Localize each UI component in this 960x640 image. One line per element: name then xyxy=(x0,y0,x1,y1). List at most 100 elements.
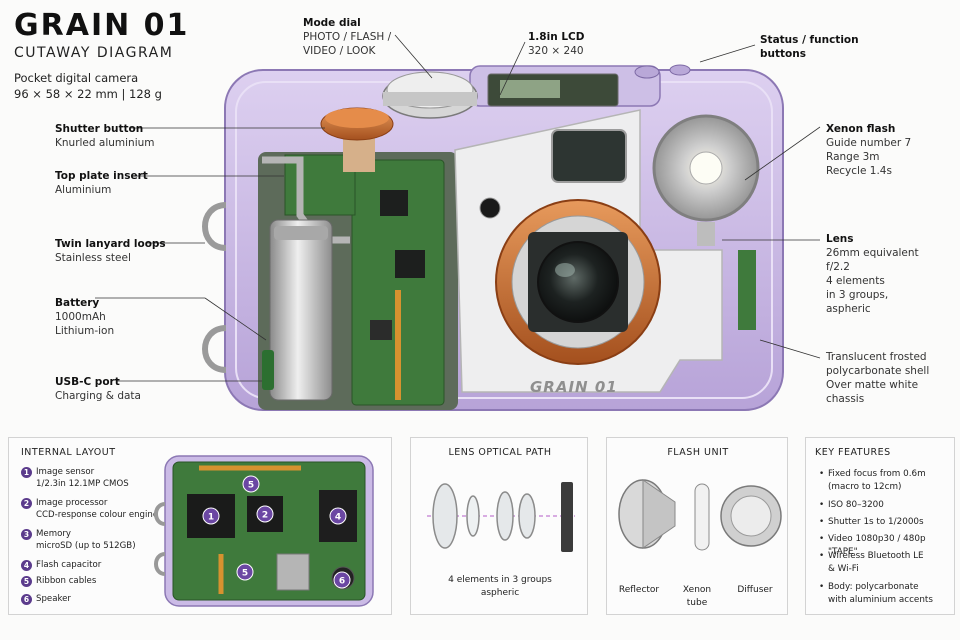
callout-title: Xenon flash xyxy=(826,123,896,135)
callout-sub: Translucent frosted xyxy=(826,351,927,363)
usb-c-port xyxy=(262,350,274,390)
feature-text: with aluminium accents xyxy=(828,595,933,605)
reflector-cone xyxy=(642,479,676,549)
callout-title: Shutter button xyxy=(55,123,144,135)
legend-detail: 1/2.3in 12.1MP CMOS xyxy=(36,479,129,489)
callout-usbc: USB-C port Charging & data xyxy=(55,375,141,403)
feature-text: (macro to 12cm) xyxy=(828,482,902,492)
callout-title: Top plate insert xyxy=(55,170,148,182)
main-pcb xyxy=(351,159,445,406)
layout-marker xyxy=(329,507,347,525)
legend-item: 6 Speaker xyxy=(21,593,71,605)
feature-text: & Wi-Fi xyxy=(828,564,859,574)
flash-unit-panel: FLASH UNIT Reflector Xenon tube Diffuser xyxy=(606,437,788,615)
bullet: • xyxy=(819,500,825,510)
legend-label: Ribbon cables xyxy=(36,576,97,586)
legend-number: 6 xyxy=(21,594,32,605)
legend-label: Image processor xyxy=(36,498,108,508)
optical-path-diagram xyxy=(427,482,575,552)
legend-number: 5 xyxy=(21,576,32,587)
pcb-chip xyxy=(395,250,425,278)
callout-title: buttons xyxy=(760,48,806,60)
lens-glass xyxy=(537,241,619,323)
callout-lanyard: Twin lanyard loops Stainless steel xyxy=(55,237,166,265)
layout-marker xyxy=(236,563,254,581)
reflector-label: Reflector xyxy=(618,585,660,595)
lanyard-loop xyxy=(154,502,166,526)
callout-title: Mode dial xyxy=(303,17,361,29)
callout-title: Twin lanyard loops xyxy=(55,238,166,250)
panel-title: INTERNAL LAYOUT xyxy=(21,447,116,458)
layout-marker-label: 4 xyxy=(335,513,341,523)
feature-item: • ISO 80–3200 xyxy=(819,499,884,512)
legend-item: 1 Image sensor 1/2.3in 12.1MP CMOS xyxy=(21,466,129,490)
pcb-chip xyxy=(370,320,392,340)
callout-sub: Aluminium xyxy=(55,184,112,196)
mode-dial-base xyxy=(383,92,477,106)
feature-item: • Video 1080p30 / 480p "TAPE" xyxy=(819,533,954,559)
leader-lines xyxy=(95,34,821,382)
memory-slot xyxy=(276,553,310,591)
xenon-tube-label: Xenon tube xyxy=(669,584,725,610)
bullet: • xyxy=(819,582,825,592)
callout-lcd: 1.8in LCD 320 × 240 xyxy=(528,30,584,58)
feature-text: Fixed focus from 0.6m xyxy=(828,469,926,479)
callout-title: Lens xyxy=(826,233,854,245)
lens-element xyxy=(496,491,514,541)
status-button-2 xyxy=(669,64,691,76)
callout-sub: 4 elements xyxy=(826,275,885,287)
callout-sub: Guide number 7 xyxy=(826,137,912,149)
callout-sub: Recycle 1.4s xyxy=(826,165,892,177)
callout-sub: Lithium-ion xyxy=(55,325,115,337)
callout-sub: in 3 groups, xyxy=(826,289,889,301)
flash-unit-diagram xyxy=(618,479,782,551)
feature-item: • Wireless Bluetooth LE & Wi-Fi xyxy=(819,550,924,576)
flash-mount xyxy=(697,222,715,246)
legend-item: 5 Ribbon cables xyxy=(21,575,96,587)
panel-title: KEY FEATURES xyxy=(815,447,891,458)
callout-shell: Translucent frosted polycarbonate shell … xyxy=(826,350,929,406)
layout-marker xyxy=(202,507,220,525)
image-sensor xyxy=(561,482,573,552)
bullet: • xyxy=(819,551,825,561)
callout-sub: Over matte white xyxy=(826,379,919,391)
callout-flash: Xenon flash Guide number 7 Range 3m Recy… xyxy=(826,122,911,178)
callout-title: Status / function xyxy=(760,34,859,46)
legend-label: Flash capacitor xyxy=(36,560,102,570)
feature-text: Wireless Bluetooth LE xyxy=(828,551,924,561)
page-subtitle: CUTAWAY DIAGRAM xyxy=(14,45,174,61)
xenon-tube xyxy=(694,483,710,551)
page-title: GRAIN 01 xyxy=(14,8,190,43)
legend-detail: CCD-response colour engine xyxy=(36,510,159,520)
callout-shutter: Shutter button Knurled aluminium xyxy=(55,122,155,150)
callout-mode-dial: Mode dial PHOTO / FLASH / VIDEO / LOOK xyxy=(303,16,391,58)
battery-cap xyxy=(274,226,328,240)
callout-sub: f/2.2 xyxy=(826,261,850,273)
feature-item: • Shutter 1s to 1/2000s xyxy=(819,516,924,529)
optics-caption: 4 elements in 3 groups aspheric xyxy=(411,574,589,600)
callout-sub: Stainless steel xyxy=(55,252,131,264)
feature-text: Body: polycarbonate xyxy=(828,582,919,592)
status-button-1 xyxy=(634,65,660,79)
lanyard-loop xyxy=(202,202,227,251)
pcb-chip xyxy=(380,190,408,216)
legend-detail: microSD (up to 512GB) xyxy=(36,541,136,551)
layout-marker-label: 6 xyxy=(339,577,345,587)
callout-sub: PHOTO / FLASH / xyxy=(303,31,392,43)
af-sensor xyxy=(479,197,501,219)
legend-number: 3 xyxy=(21,529,32,540)
product-description: Pocket digital camera 96 × 58 × 22 mm | … xyxy=(14,70,162,102)
bullet: • xyxy=(819,469,825,479)
camera-cutaway-illustration: GRAIN 01 xyxy=(95,34,821,411)
layout-marker xyxy=(256,505,274,523)
layout-marker-label: 5 xyxy=(248,481,254,491)
side-pcb xyxy=(738,250,756,330)
callout-sub: VIDEO / LOOK xyxy=(303,45,376,57)
feature-text: ISO 80–3200 xyxy=(828,500,884,510)
layout-marker xyxy=(242,475,260,493)
dimensions-line: 96 × 58 × 22 mm | 128 g xyxy=(14,87,162,101)
callout-sub: Range 3m xyxy=(826,151,880,163)
panel-title: LENS OPTICAL PATH xyxy=(448,447,552,458)
lanyard-loop xyxy=(202,325,227,373)
callout-top-plate: Top plate insert Aluminium xyxy=(55,169,148,197)
